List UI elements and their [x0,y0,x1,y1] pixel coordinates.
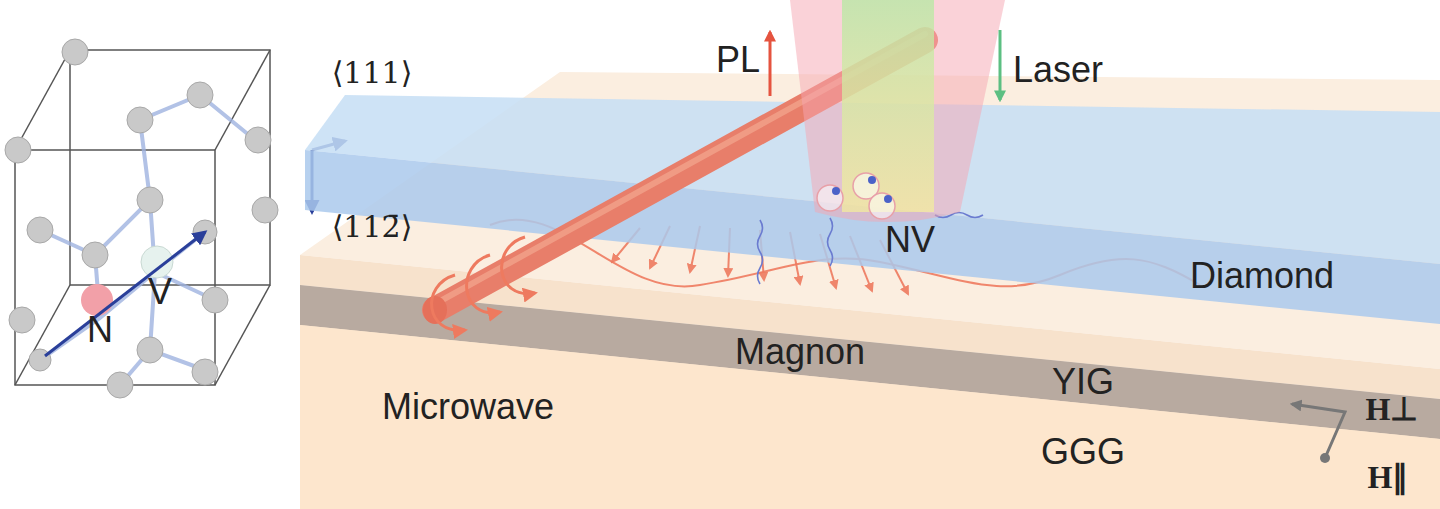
field-origin [1320,453,1330,463]
wave-label: Magnon [735,332,865,372]
beam-label: Laser [1013,50,1103,90]
axis-label: ⟨112̄⟩ [332,210,413,243]
nv-coupling-squiggles [758,213,984,285]
axis-label: ⟨111⟩ [332,56,413,89]
lattice-atoms [5,39,278,398]
field-label: H∥ [1368,460,1409,495]
microwave-field-loops [432,237,535,330]
field-label: H⊥ [1366,392,1419,427]
ggg-front [300,325,1440,509]
layer-label: GGG [1041,432,1125,472]
lattice-bonds [40,95,255,385]
source-label: Microwave [382,387,554,427]
nv-axis-arrow [45,232,205,356]
laser-cone [790,0,1005,222]
laser-beam [842,0,934,212]
laser-arrow [999,30,1002,100]
atom-label: V [148,272,172,312]
pl-arrow [769,32,772,96]
layer-label: Diamond [1190,256,1334,296]
beam-label: PL [716,40,760,80]
atom-label: N [87,310,113,350]
field-axes [1292,404,1345,458]
nv-spins [832,176,892,203]
nv-centers [817,173,895,219]
layer-label: YIG [1052,362,1114,402]
crystal-cube [15,50,270,385]
defect-label: NV [885,220,935,260]
